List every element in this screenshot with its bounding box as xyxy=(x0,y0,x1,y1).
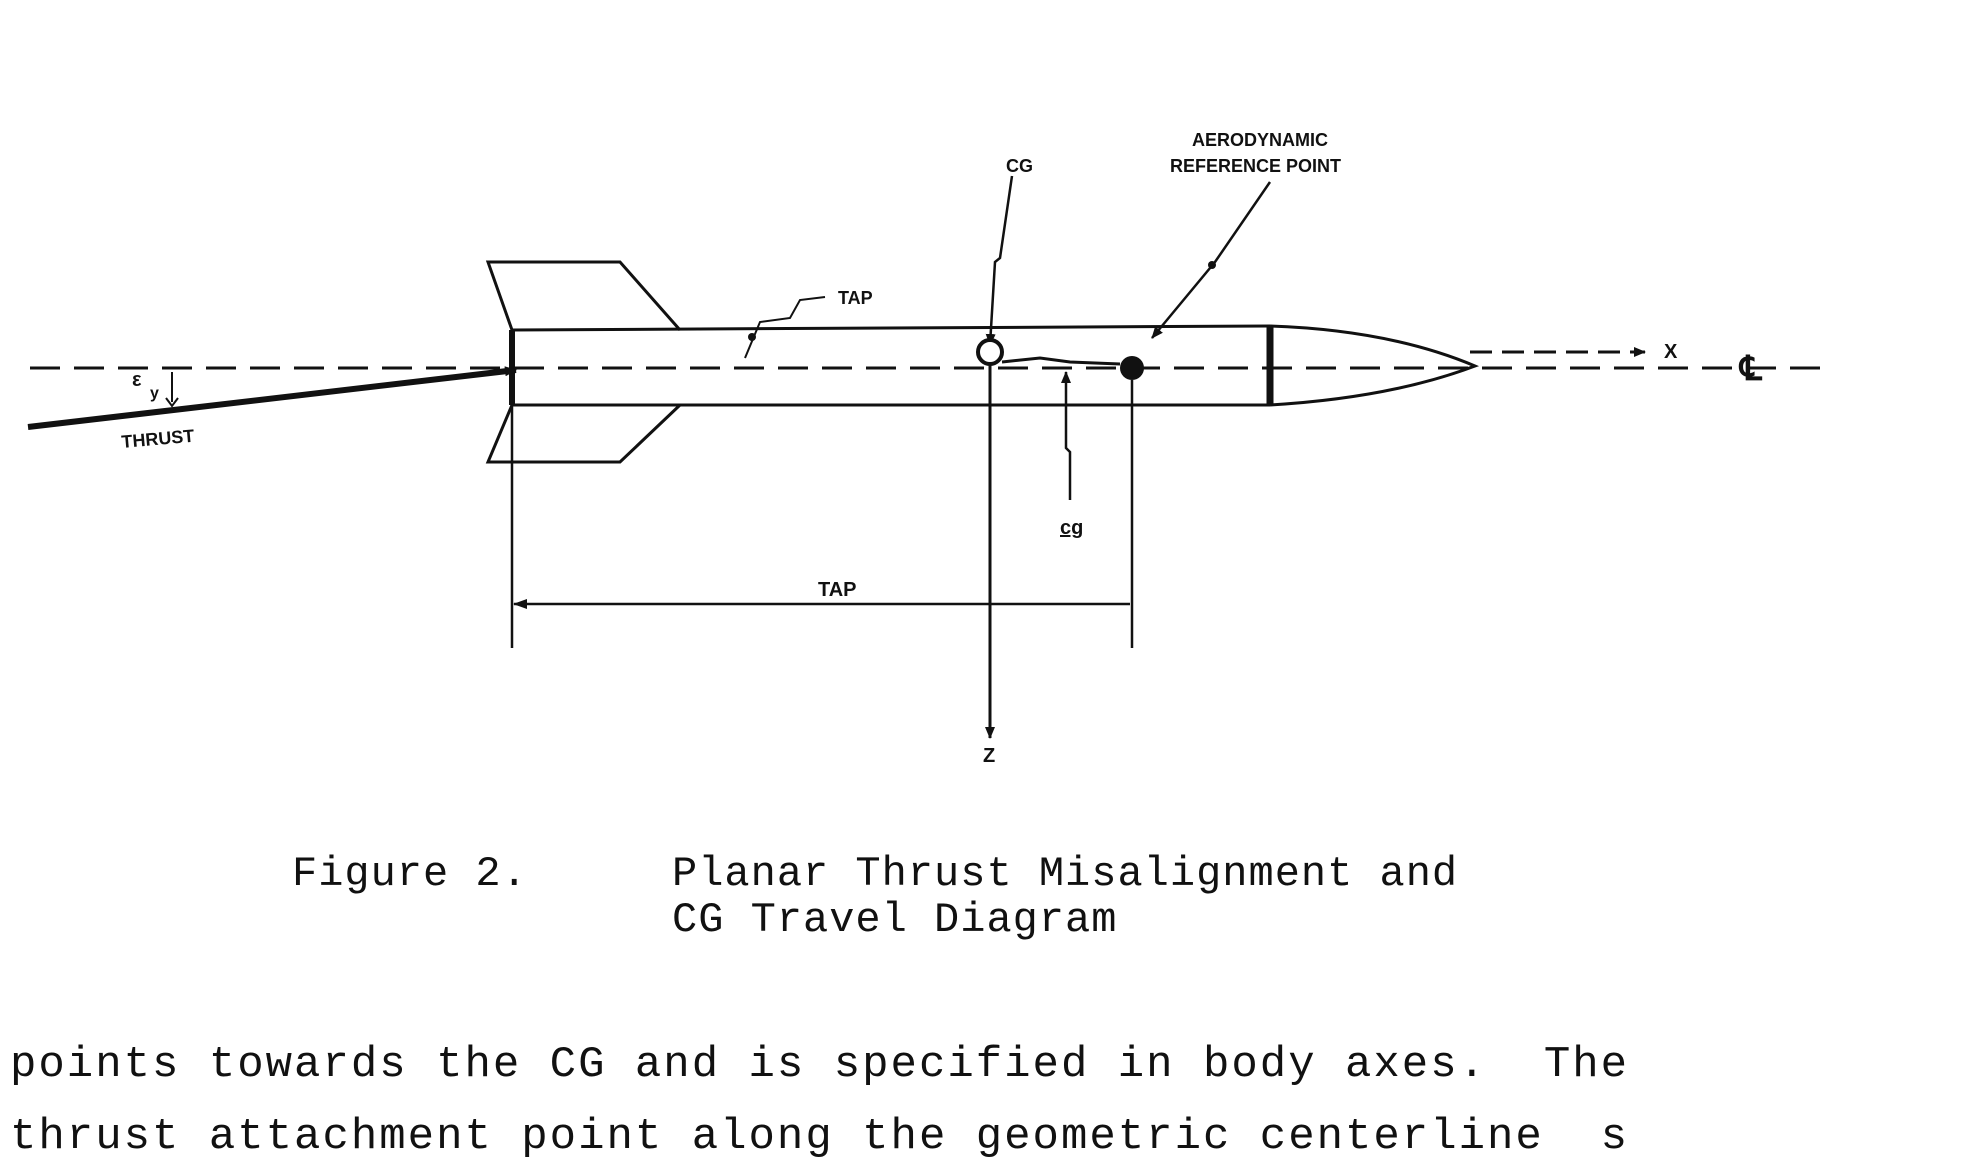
aero-ref-marker xyxy=(1120,356,1144,380)
upper-fin xyxy=(485,260,682,331)
lower-fin xyxy=(485,403,682,464)
thrust-vector-line xyxy=(27,366,517,430)
body-text-line-2: thrust attachment point along the geomet… xyxy=(10,1112,1630,1162)
figure-title-line1: Planar Thrust Misalignment and xyxy=(672,850,1459,898)
cg-travel-leader xyxy=(1061,371,1072,500)
epsilon-label: ε xyxy=(132,369,142,391)
tap-dimension-label: TAP xyxy=(818,579,857,601)
epsilon-subscript-label: y xyxy=(150,385,159,402)
thrust-label: THRUST xyxy=(121,426,195,452)
aero-ref-label-line1: AERODYNAMIC xyxy=(1192,130,1328,150)
thrust-misalignment-diagram: CG AERODYNAMIC REFERENCE POINT TAP X Z ε… xyxy=(27,130,1830,767)
body-text-line-1: points towards the CG and is specified i… xyxy=(10,1040,1630,1090)
rocket-body xyxy=(509,324,1480,407)
cg-marker xyxy=(976,338,1004,366)
aero-ref-label-line2: REFERENCE POINT xyxy=(1170,156,1341,176)
tap-angle-label: TAP xyxy=(838,288,873,308)
z-axis-label: Z xyxy=(983,745,995,767)
aero-ref-leader xyxy=(1151,181,1272,339)
x-axis-label: X xyxy=(1664,341,1678,363)
figure-title-line2: CG Travel Diagram xyxy=(672,896,1118,944)
figure-number: Figure 2. xyxy=(292,850,528,898)
tap-angle-leader xyxy=(744,296,826,359)
cg-travel-label: cg xyxy=(1060,517,1083,539)
cg-leader xyxy=(985,175,1014,346)
cg-travel-path xyxy=(1001,356,1121,366)
cg-label: CG xyxy=(1006,156,1033,176)
centerline-symbol: ℄ xyxy=(1738,350,1763,388)
